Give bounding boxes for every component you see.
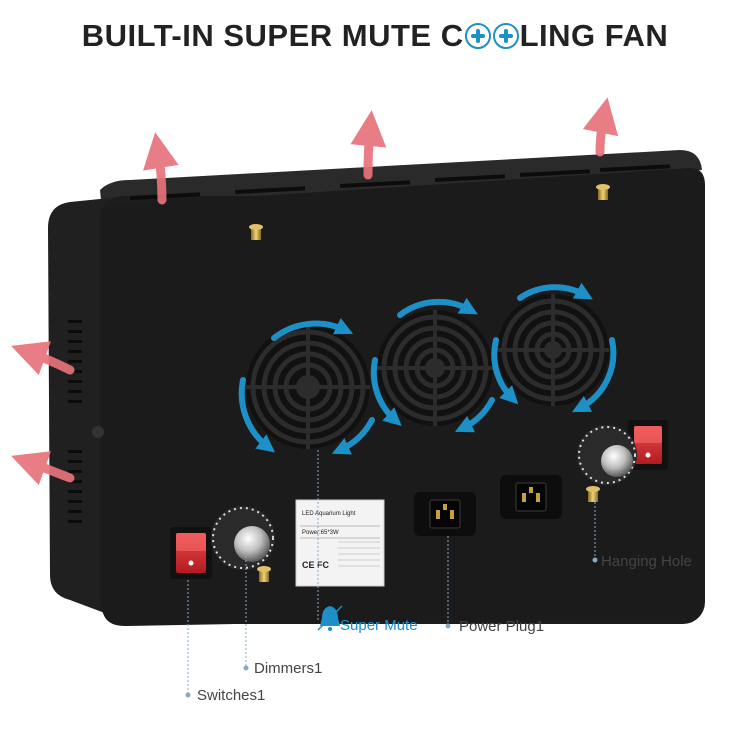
fan-icon [492,23,519,49]
callout-power-plug: Power Plug1 [459,618,545,635]
callout-switches: Switches1 [197,687,266,704]
cooling-fan [377,310,493,426]
power-socket [500,475,562,519]
hanging-hole-screw [586,486,600,502]
airflow-arrows [11,97,619,486]
title-text-end: LING FAN [519,18,669,53]
callout-dimmers: Dimmers1 [254,660,323,677]
dimmer-knob [211,506,275,570]
power-switch [628,420,668,470]
callout-super-mute: Super Mute [340,617,418,634]
dimmer-knob [577,425,637,485]
spec-label: LED Aquarium Light Power:65*3W CE FC [295,499,385,587]
fan-rotation-arrows [238,282,617,455]
hanging-hole-screw [249,224,263,240]
callout-hanging-hole: Hanging Hole [601,553,692,570]
callout-dots [185,557,598,698]
side-vents [68,320,104,523]
cooling-fan [497,294,609,406]
hanging-hole-screw [257,566,271,582]
power-switch [170,527,212,579]
page-title: BUILT-IN SUPER MUTE C LING FAN [0,18,750,54]
power-socket [414,492,476,536]
callout-lines [187,450,596,695]
spec-label-power: Power:65*3W [302,530,339,536]
hanging-hole-screw [596,184,610,200]
cooling-fan [246,325,370,449]
spec-label-marks: CE FC [302,560,330,570]
fan-icon [464,23,491,49]
bell-mute-icon [317,605,343,631]
spec-label-heading: LED Aquarium Light [302,511,356,517]
title-text-start: BUILT-IN SUPER MUTE C [81,18,464,53]
